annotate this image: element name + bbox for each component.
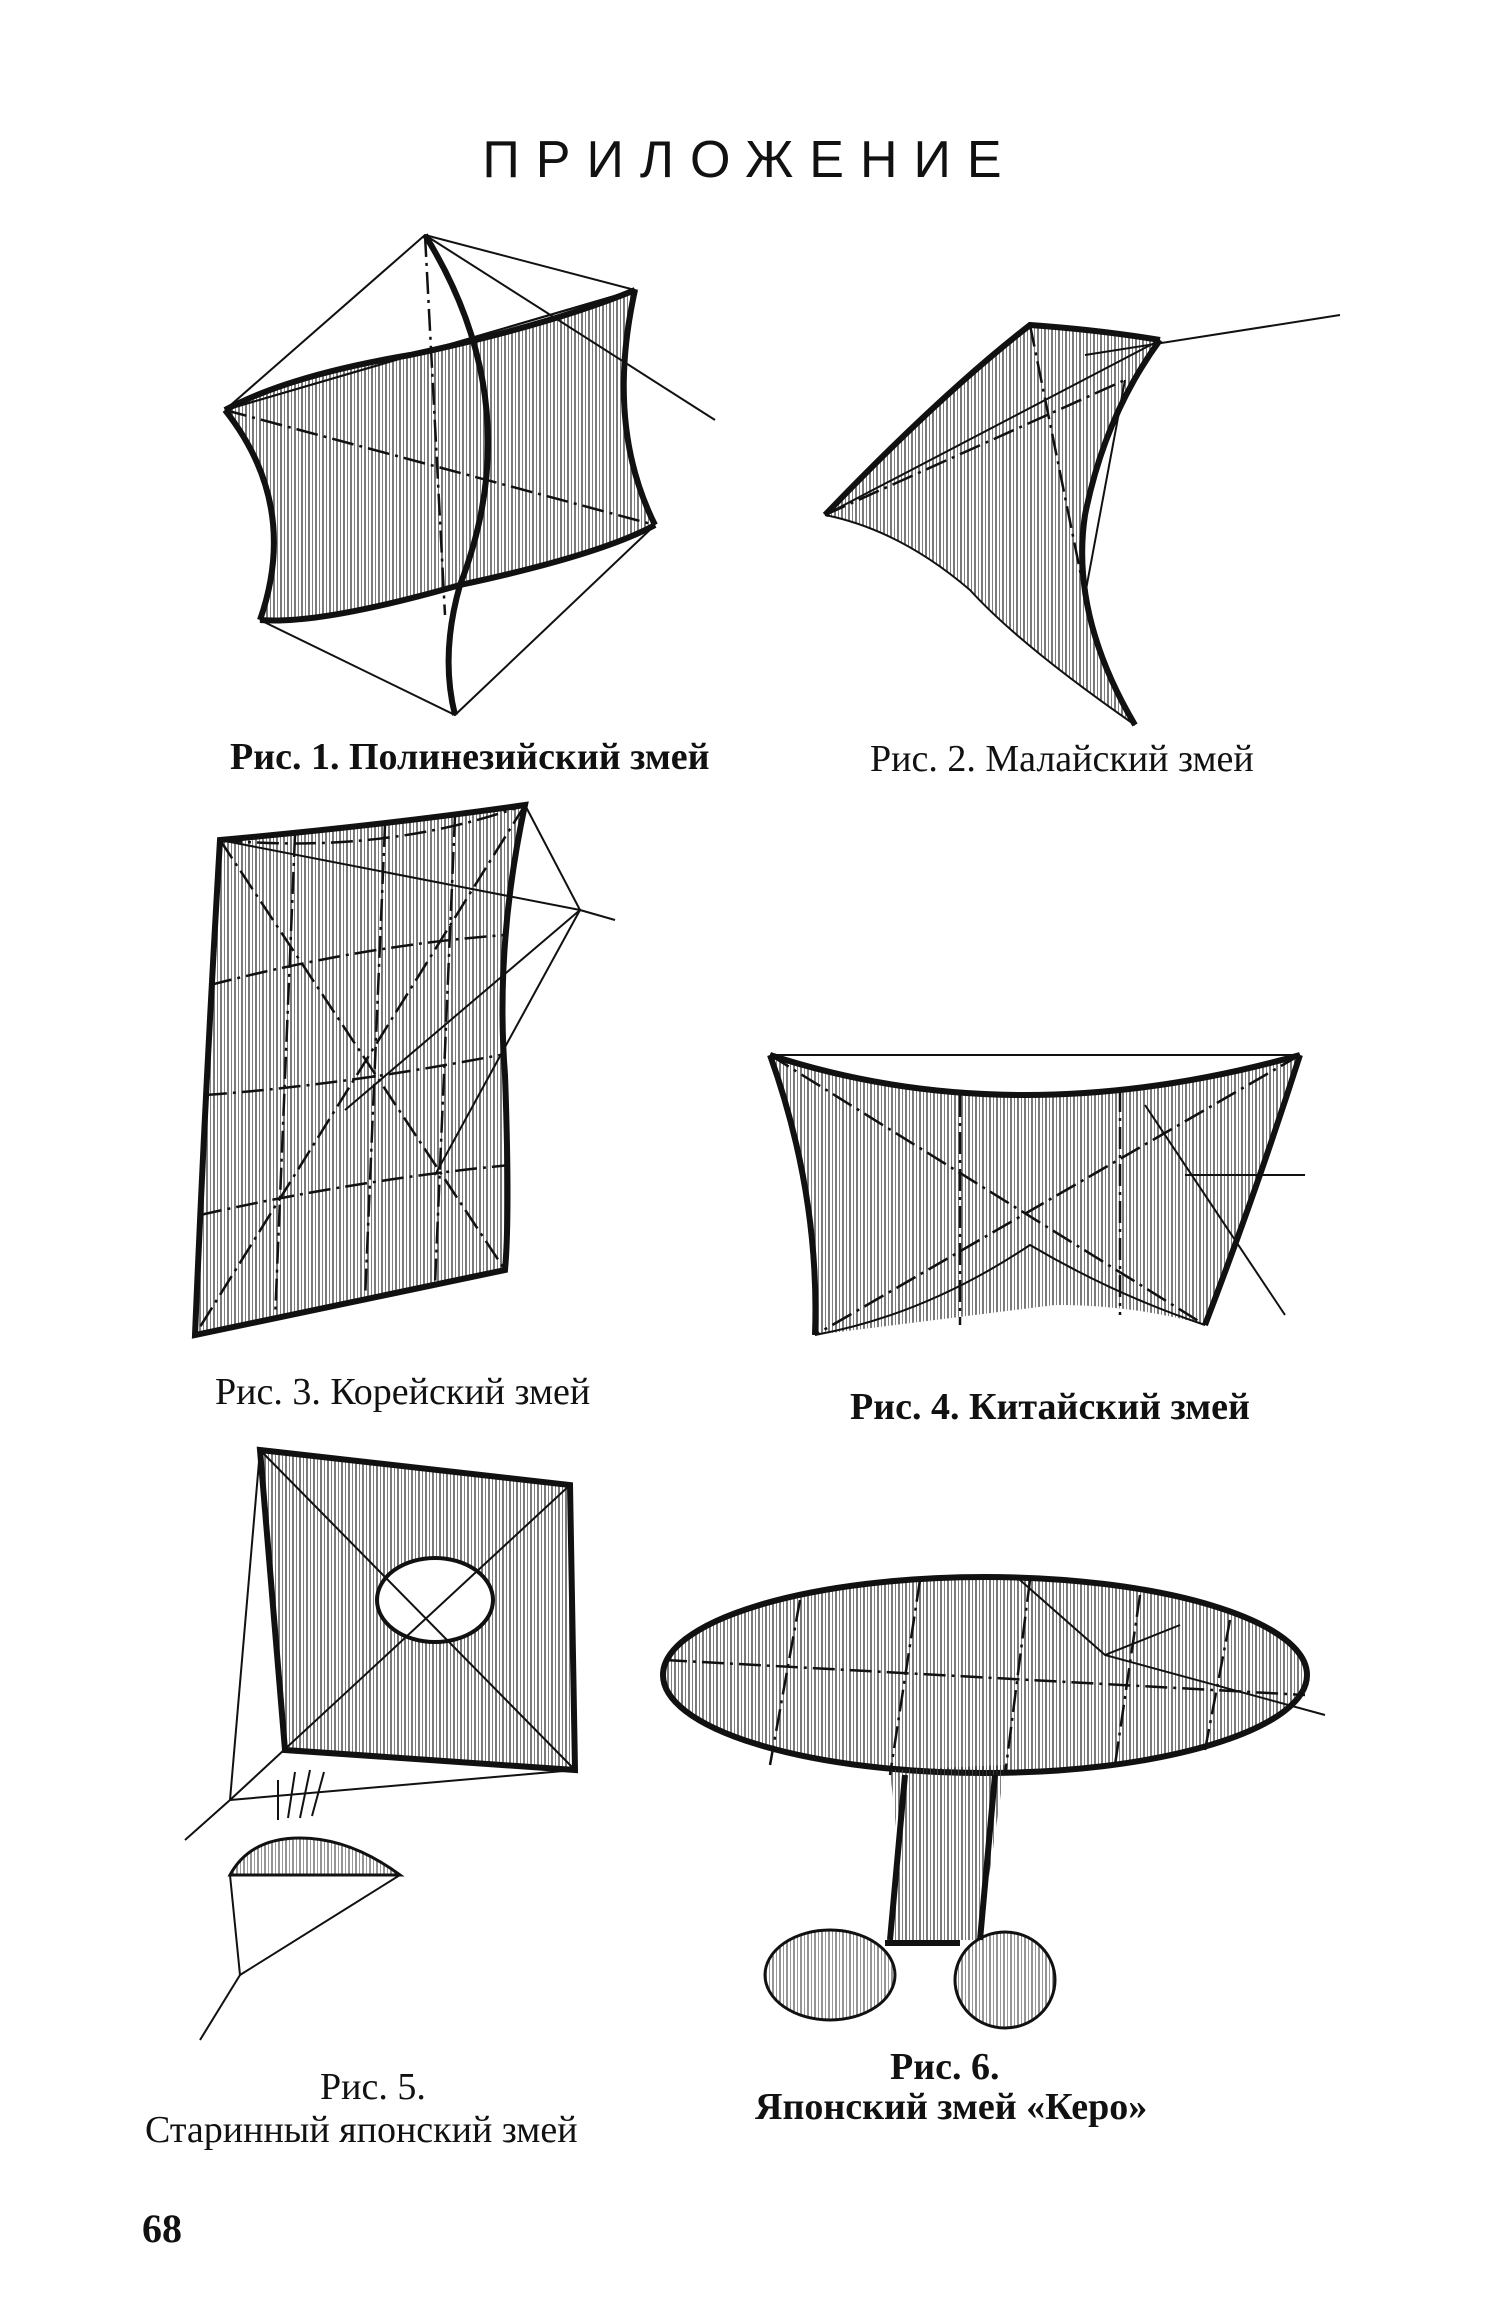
figure-4-drawing <box>767 1052 1305 1337</box>
figure-1-drawing <box>222 233 716 717</box>
page-number: 68 <box>142 2206 182 2251</box>
figure-2-drawing <box>822 314 1341 727</box>
figure-5-caption-number: Рис. 5. <box>320 2066 426 2108</box>
figure-5-old-japanese-kite: Рис. 5. Старинный японский змей <box>145 1440 610 2151</box>
figure-3-korean-kite: Рис. 3. Корейский змей <box>185 795 635 1413</box>
figure-2-caption: Рис. 2. Малайский змей <box>870 738 1254 780</box>
figure-5-drawing <box>184 1446 579 2041</box>
figure-6-caption-title: Японский змей «Керо» <box>755 2086 1148 2128</box>
figure-3-caption: Рис. 3. Корейский змей <box>215 1371 591 1413</box>
page-title: ПРИЛОЖЕНИЕ <box>482 131 1018 189</box>
figure-1-polynesian-kite: Рис. 1. Полинезийский змей <box>210 225 730 778</box>
figure-2-malay-kite: Рис. 2. Малайский змей <box>820 314 1360 780</box>
figure-6-caption-number: Рис. 6. <box>890 2046 1000 2088</box>
figure-3-drawing <box>191 801 616 1339</box>
figure-6-kero-kite: Рис. 6. Японский змей «Керо» <box>660 1565 1340 2128</box>
figure-6-drawing <box>660 1574 1326 2030</box>
figure-1-caption: Рис. 1. Полинезийский змей <box>230 736 710 778</box>
figure-5-caption-title: Старинный японский змей <box>145 2109 578 2151</box>
figure-4-caption: Рис. 4. Китайский змей <box>850 1386 1250 1428</box>
figure-4-chinese-kite: Рис. 4. Китайский змей <box>765 1045 1305 1428</box>
